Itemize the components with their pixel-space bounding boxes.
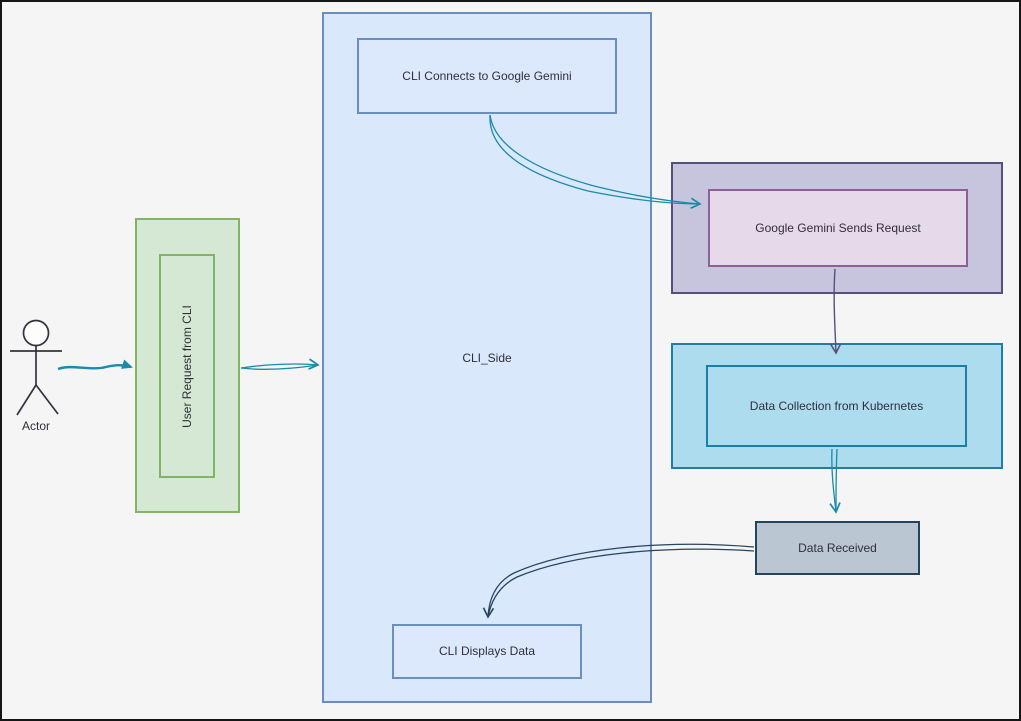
user-request-label: User Request from CLI	[179, 304, 194, 428]
data-received-label: Data Received	[798, 540, 877, 555]
node-data-received: Data Received	[755, 521, 920, 575]
node-cli-displays: CLI Displays Data	[392, 624, 582, 679]
node-user-request: User Request from CLI	[159, 254, 215, 478]
edge-actor-to-user-request	[57, 359, 133, 371]
node-data-collection: Data Collection from Kubernetes	[706, 365, 967, 447]
cli-side-label: CLI_Side	[462, 351, 512, 365]
node-cli-connects: CLI Connects to Google Gemini	[357, 38, 617, 114]
actor-leg-left	[16, 384, 37, 416]
cli-connects-label: CLI Connects to Google Gemini	[402, 68, 572, 83]
actor-head	[22, 319, 50, 347]
gemini-request-label: Google Gemini Sends Request	[755, 220, 921, 235]
node-gemini-request: Google Gemini Sends Request	[708, 189, 968, 267]
edge-user-request-to-cli-side	[240, 358, 320, 370]
actor-leg-right	[35, 384, 59, 415]
container-cli-side: CLI_Side	[322, 12, 652, 703]
data-collection-label: Data Collection from Kubernetes	[749, 398, 924, 413]
actor-label: Actor	[21, 419, 50, 433]
cli-displays-label: CLI Displays Data	[438, 644, 536, 658]
actor-figure	[10, 319, 62, 416]
